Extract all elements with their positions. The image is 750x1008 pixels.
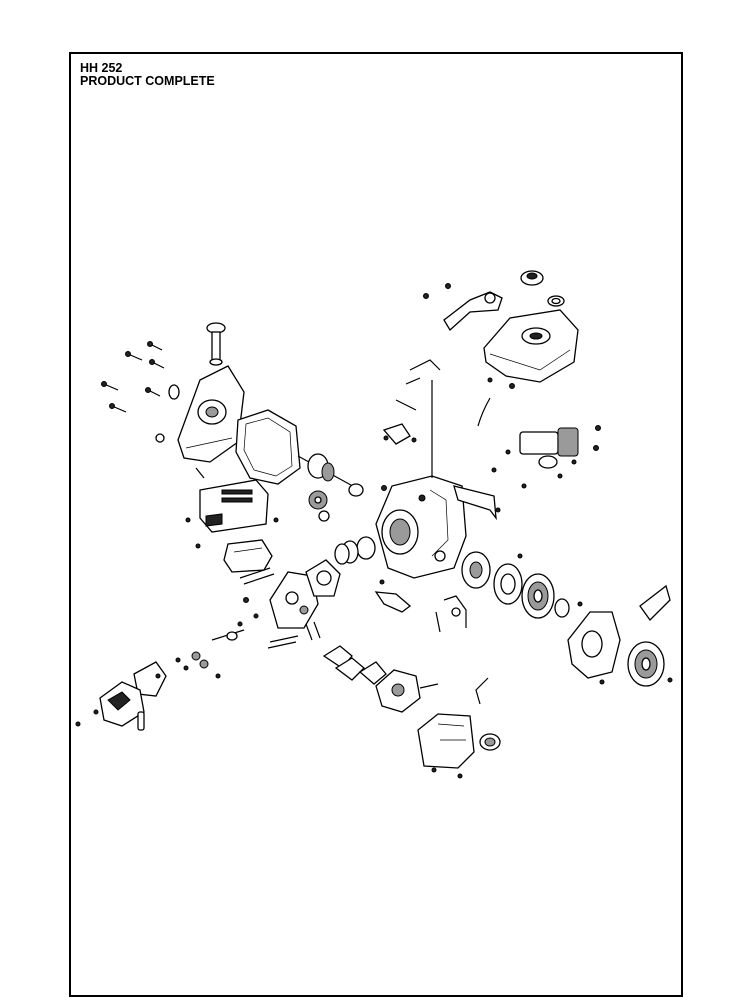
choke-bracket: [453, 485, 501, 521]
fuel-filter-ring: [547, 295, 565, 307]
camshaft-gear: [308, 490, 330, 522]
cylinder-head: [269, 571, 319, 629]
valve-springs: [175, 651, 221, 679]
fuel-tank-bracket: [423, 283, 503, 332]
fuel-valve: [435, 595, 467, 633]
muffler: [75, 673, 161, 731]
oil-filler-cap: [206, 322, 226, 366]
drawing-frame: [69, 52, 683, 997]
air-filter-element: [479, 733, 501, 751]
pushrods: [239, 567, 275, 585]
carburetor: [375, 669, 439, 713]
governor-linkage: [382, 359, 441, 478]
fuel-tank: [483, 309, 579, 383]
starter-pulley: [517, 553, 583, 618]
intake-gaskets: [322, 645, 387, 685]
ignition-coil: [461, 551, 491, 589]
flywheel: [493, 563, 523, 605]
blower-housing: [567, 611, 621, 685]
cover-bolts: [101, 341, 205, 479]
fuel-line: [477, 377, 515, 427]
recoil-bracket: [639, 584, 671, 622]
head-gasket: [305, 559, 341, 597]
cooling-fan: [521, 573, 555, 619]
crankshaft: [297, 453, 364, 497]
throttle-lever: [374, 579, 412, 613]
drawing-subtitle: PRODUCT COMPLETE: [80, 74, 215, 88]
recoil-starter: [627, 641, 673, 687]
valve-cover: [195, 539, 273, 573]
crankcase-cover: [155, 365, 245, 463]
model-number: HH 252: [80, 61, 123, 75]
oil-sump-cover: [185, 479, 279, 533]
tappet-rods: [267, 621, 321, 649]
piston: [334, 536, 376, 565]
electric-starter: [491, 425, 601, 489]
engine-block: [375, 475, 467, 579]
crankcase-gasket: [235, 409, 301, 485]
fuel-cap: [520, 270, 544, 286]
air-filter-housing: [417, 713, 475, 779]
breather-tube: [475, 677, 489, 705]
spark-plug: [211, 597, 259, 641]
drawing-title: HH 252 PRODUCT COMPLETE: [80, 62, 215, 88]
